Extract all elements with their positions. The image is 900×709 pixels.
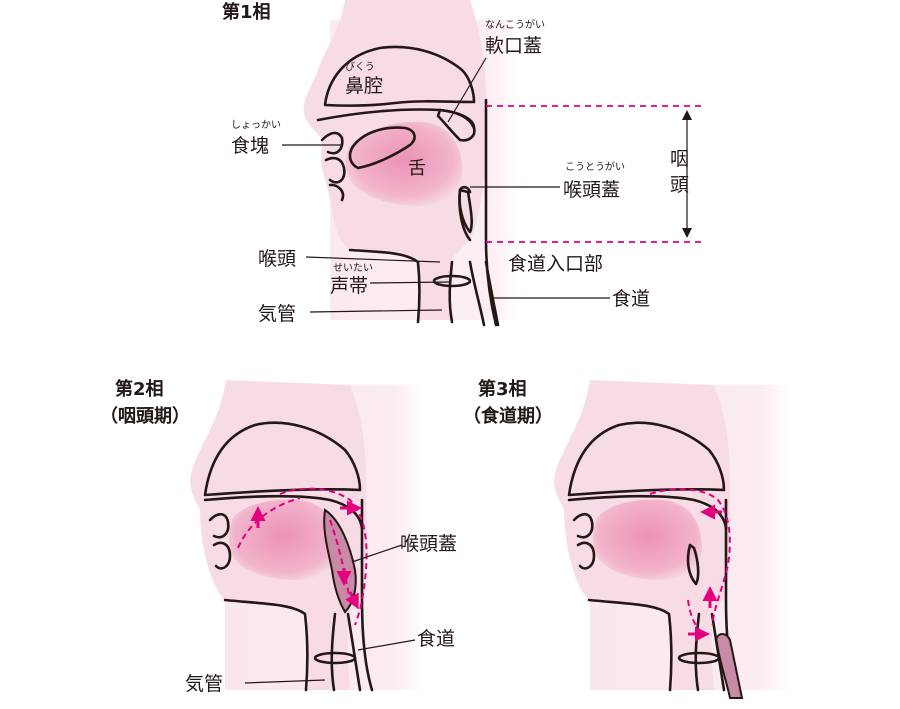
tongue-label: 舌 bbox=[408, 158, 426, 179]
phase2-esophagus-label: 食道 bbox=[417, 628, 455, 650]
phase1-bolus bbox=[348, 126, 416, 170]
nasal-cavity-label: 鼻腔 bbox=[345, 75, 383, 97]
phase1-soft-palate bbox=[436, 108, 476, 142]
phase1-nasal-cavity bbox=[323, 45, 476, 107]
epiglottis-label: 喉頭蓋 bbox=[563, 179, 620, 201]
bolus-ruby: しょっかい bbox=[231, 119, 281, 131]
phase1-panel: 第1相 びくう 鼻腔 なんこうがい 軟口蓋 しょっかい 食塊 舌 こうとうがい … bbox=[222, 0, 705, 327]
phase3-title: 第3相 bbox=[478, 378, 527, 400]
phase2-bolus bbox=[323, 508, 357, 614]
pharynx-label: 咽 頭 bbox=[670, 148, 695, 196]
phase2-tongue bbox=[229, 499, 338, 581]
phase3-bolus bbox=[714, 633, 744, 699]
pharynx-char-1: 咽 bbox=[670, 148, 689, 170]
larynx-label: 喉頭 bbox=[258, 248, 296, 270]
vocal-cords-label: 声帯 bbox=[330, 275, 368, 297]
soft-palate-label: 軟口蓋 bbox=[485, 35, 542, 57]
soft-palate-ruby: なんこうがい bbox=[485, 18, 545, 31]
phase1-epiglottis bbox=[458, 188, 473, 234]
bolus-label: 食塊 bbox=[231, 135, 269, 157]
phase2-panel: 第2相 （咽頭期） 喉頭蓋 食道 気管 bbox=[100, 378, 457, 695]
vocal-cords-ruby: せいたい bbox=[333, 262, 373, 274]
phase2-trachea-label: 気管 bbox=[185, 673, 223, 695]
phase2-epiglottis-label: 喉頭蓋 bbox=[400, 533, 457, 555]
trachea-label: 気管 bbox=[258, 303, 296, 325]
nasal-cavity-ruby: びくう bbox=[345, 61, 375, 73]
phase1-tongue bbox=[345, 121, 462, 207]
phase1-title: 第1相 bbox=[222, 1, 271, 23]
phase1-vocal-cords bbox=[432, 274, 472, 288]
epiglottis-ruby: こうとうがい bbox=[565, 160, 625, 173]
esophagus-entrance-label: 食道入口部 bbox=[508, 253, 603, 275]
esophagus-label: 食道 bbox=[612, 288, 650, 310]
phase3-subtitle: （食道期） bbox=[463, 405, 553, 427]
phase2-title: 第2相 bbox=[115, 378, 164, 400]
phase2-subtitle: （咽頭期） bbox=[100, 406, 190, 427]
phase3-tongue bbox=[593, 499, 702, 581]
pharynx-char-2: 頭 bbox=[670, 174, 689, 196]
phase3-panel: 第3相 （食道期） bbox=[463, 378, 790, 699]
